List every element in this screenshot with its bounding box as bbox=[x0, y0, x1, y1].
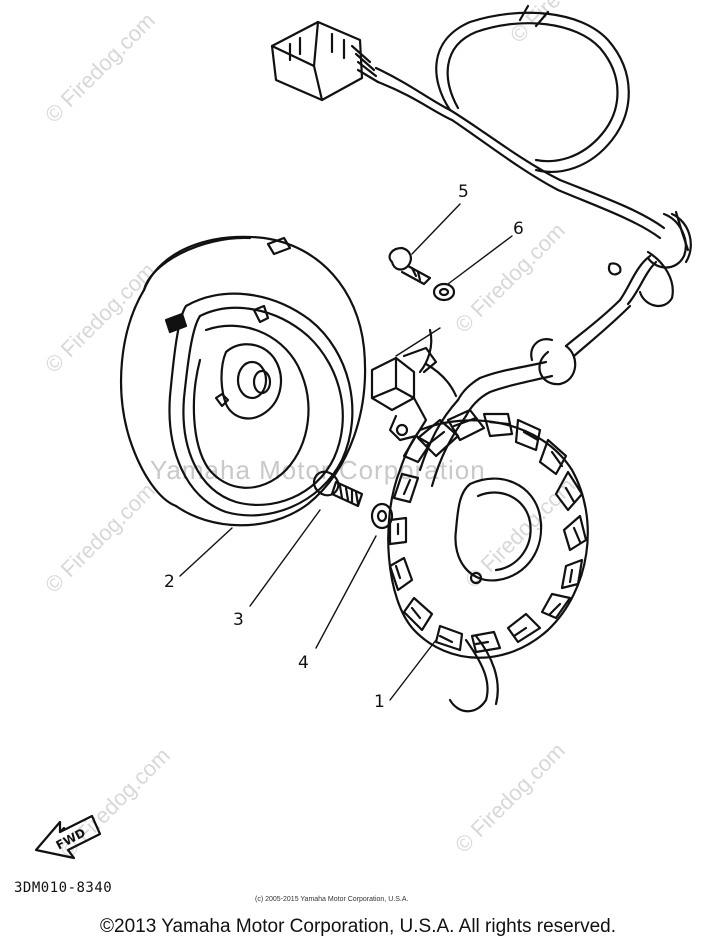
washer-6 bbox=[432, 282, 456, 302]
stator-coil bbox=[387, 408, 589, 713]
callout-2: 2 bbox=[164, 572, 175, 592]
leader-lines bbox=[179, 203, 513, 701]
diagram-code: 3DM010-8340 bbox=[14, 880, 113, 896]
callout-3: 3 bbox=[233, 610, 244, 630]
wire-connector bbox=[270, 20, 380, 102]
small-copyright: (c) 2005-2015 Yamaha Motor Corporation, … bbox=[255, 896, 409, 903]
bolt-3 bbox=[312, 470, 364, 508]
washer-4 bbox=[370, 502, 394, 530]
callout-5: 5 bbox=[458, 182, 469, 202]
footer-copyright: ©2013 Yamaha Motor Corporation, U.S.A. A… bbox=[100, 916, 616, 937]
wire-grommets bbox=[418, 210, 692, 488]
pickup-coil bbox=[370, 346, 458, 442]
callout-4: 4 bbox=[298, 653, 309, 673]
screw-5 bbox=[388, 246, 432, 286]
callout-6: 6 bbox=[513, 219, 524, 239]
wire-harness bbox=[374, 4, 666, 240]
pickup-wire bbox=[418, 328, 433, 374]
callout-1: 1 bbox=[374, 692, 385, 712]
fwd-arrow bbox=[34, 814, 102, 860]
flywheel-rotor bbox=[119, 235, 367, 527]
